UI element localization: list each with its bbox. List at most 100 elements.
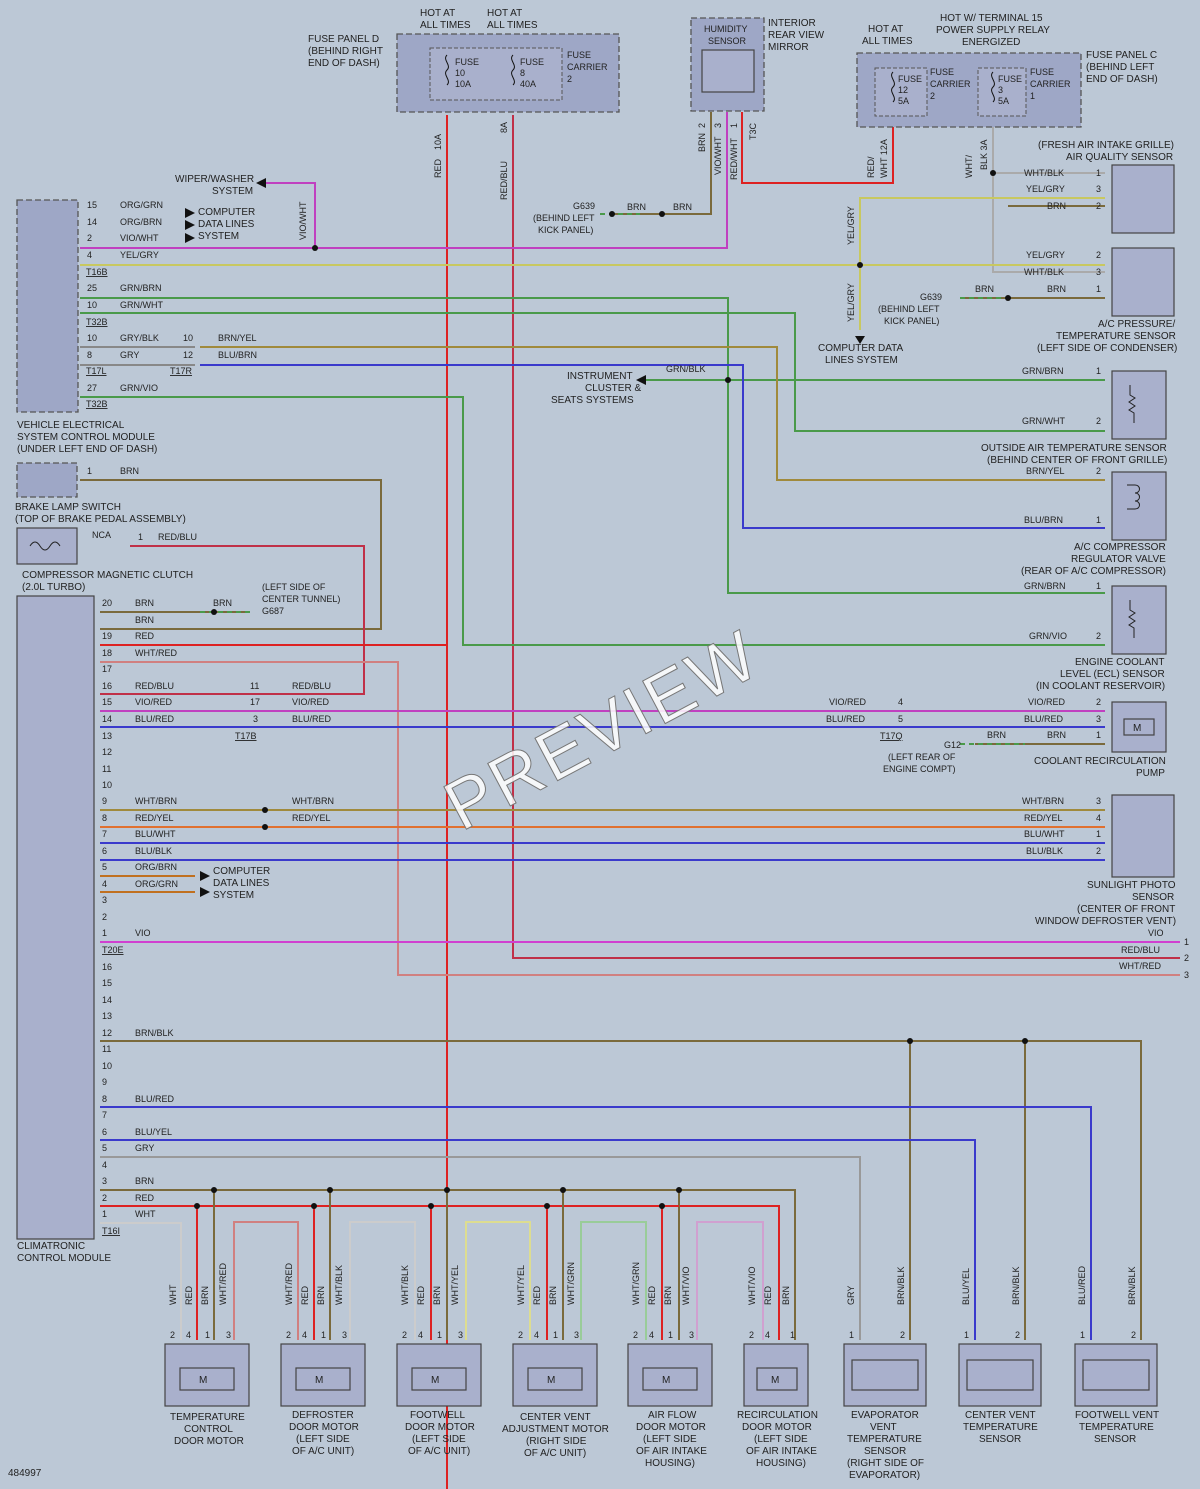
svg-text:1: 1 bbox=[1096, 829, 1101, 839]
svg-text:RED: RED bbox=[135, 631, 155, 641]
svg-text:2: 2 bbox=[633, 1330, 638, 1340]
svg-text:1: 1 bbox=[138, 532, 143, 542]
svg-text:VIO/WHT: VIO/WHT bbox=[713, 136, 723, 175]
svg-text:1: 1 bbox=[1096, 366, 1101, 376]
svg-text:8: 8 bbox=[87, 350, 92, 360]
brake-lamp-switch: 1 BRN BRAKE LAMP SWITCH(TOP OF BRAKE PED… bbox=[15, 462, 186, 525]
svg-text:3: 3 bbox=[574, 1330, 579, 1340]
svg-text:M: M bbox=[431, 1375, 439, 1386]
svg-text:RED: RED bbox=[416, 1285, 426, 1305]
svg-text:(FRESH AIR INTAKE GRILLE)AIR Q: (FRESH AIR INTAKE GRILLE)AIR QUALITY SEN… bbox=[1038, 140, 1174, 163]
svg-text:3: 3 bbox=[102, 1176, 107, 1186]
svg-text:1: 1 bbox=[790, 1330, 795, 1340]
svg-text:COMPRESSOR MAGNETIC CLUTCH(2.0: COMPRESSOR MAGNETIC CLUTCH(2.0L TURBO) bbox=[22, 570, 193, 593]
svg-text:3: 3 bbox=[226, 1330, 231, 1340]
svg-text:1: 1 bbox=[205, 1330, 210, 1340]
svg-text:2: 2 bbox=[170, 1330, 175, 1340]
svg-text:ORG/BRN: ORG/BRN bbox=[120, 217, 162, 227]
svg-text:10: 10 bbox=[102, 1061, 112, 1071]
svg-text:2: 2 bbox=[518, 1330, 523, 1340]
svg-text:RED/: RED/ bbox=[866, 156, 876, 178]
svg-text:A/C PRESSURE/TEMPERATURE SENSO: A/C PRESSURE/TEMPERATURE SENSOR(LEFT SID… bbox=[1037, 319, 1177, 354]
junction-dots bbox=[194, 170, 1028, 1209]
svg-text:1: 1 bbox=[1184, 937, 1189, 947]
svg-text:5: 5 bbox=[102, 1143, 107, 1153]
svg-text:4: 4 bbox=[302, 1330, 307, 1340]
svg-text:1: 1 bbox=[1096, 515, 1101, 525]
svg-text:WHT: WHT bbox=[135, 1209, 156, 1219]
svg-text:GRY: GRY bbox=[135, 1143, 154, 1153]
svg-text:15: 15 bbox=[87, 200, 97, 210]
wire-brn-humidity bbox=[610, 112, 712, 215]
svg-text:RED: RED bbox=[763, 1285, 773, 1305]
svg-text:BRN: BRN bbox=[135, 615, 154, 625]
svg-text:BRN: BRN bbox=[663, 1286, 673, 1305]
svg-text:BRN: BRN bbox=[987, 730, 1006, 740]
svg-text:T17Q: T17Q bbox=[880, 731, 903, 741]
svg-text:RED: RED bbox=[433, 158, 443, 178]
svg-text:RED: RED bbox=[647, 1285, 657, 1305]
svg-text:GRY/BLK: GRY/BLK bbox=[120, 333, 159, 343]
wire-vio-wht-wiper bbox=[260, 182, 316, 248]
svg-text:3: 3 bbox=[1096, 796, 1101, 806]
svg-text:BRN: BRN bbox=[1047, 284, 1066, 294]
wire-red-blu-8a bbox=[512, 115, 1180, 959]
svg-text:BLU/RED: BLU/RED bbox=[135, 714, 175, 724]
svg-text:BLU/WHT: BLU/WHT bbox=[1024, 829, 1065, 839]
svg-text:GRY: GRY bbox=[120, 350, 139, 360]
wire-grn-vio-32b bbox=[80, 396, 1105, 646]
svg-text:2: 2 bbox=[1096, 416, 1101, 426]
arrows bbox=[185, 178, 865, 897]
svg-text:GRN/BRN: GRN/BRN bbox=[1024, 581, 1066, 591]
svg-text:3: 3 bbox=[713, 123, 723, 128]
svg-text:GRN/BLK: GRN/BLK bbox=[666, 364, 706, 374]
svg-text:13: 13 bbox=[102, 1011, 112, 1021]
svg-text:4: 4 bbox=[418, 1330, 423, 1340]
svg-text:BLU/RED: BLU/RED bbox=[1077, 1265, 1087, 1305]
svg-text:RED: RED bbox=[300, 1285, 310, 1305]
svg-text:10: 10 bbox=[183, 333, 193, 343]
svg-text:BLU/RED: BLU/RED bbox=[135, 1094, 175, 1104]
svg-text:BLU/RED: BLU/RED bbox=[826, 714, 866, 724]
svg-text:17: 17 bbox=[250, 697, 260, 707]
svg-text:19: 19 bbox=[102, 631, 112, 641]
svg-text:YEL/GRY: YEL/GRY bbox=[846, 206, 856, 245]
wire-blu-brn bbox=[200, 364, 1105, 529]
document-number: 484997 bbox=[8, 1468, 42, 1479]
top-wire-labels: 10A RED 8A RED/BLU BRN 2 VIO/WHT 3 RED/W… bbox=[433, 122, 989, 200]
svg-text:14: 14 bbox=[87, 217, 97, 227]
svg-text:GRN/BRN: GRN/BRN bbox=[1022, 366, 1064, 376]
wire-wht-red-18 bbox=[100, 661, 1180, 976]
svg-text:ORG/GRN: ORG/GRN bbox=[135, 879, 178, 889]
svg-text:1: 1 bbox=[321, 1330, 326, 1340]
svg-text:WHT/RED: WHT/RED bbox=[218, 1263, 228, 1305]
svg-text:8: 8 bbox=[102, 813, 107, 823]
svg-text:BRN: BRN bbox=[1047, 730, 1066, 740]
svg-text:BRN/YEL: BRN/YEL bbox=[1026, 466, 1065, 476]
svg-text:1: 1 bbox=[964, 1330, 969, 1340]
svg-text:BRN: BRN bbox=[200, 1286, 210, 1305]
svg-text:20: 20 bbox=[102, 598, 112, 608]
svg-text:13: 13 bbox=[102, 731, 112, 741]
svg-text:WHT 12A: WHT 12A bbox=[879, 139, 889, 178]
svg-text:VIO/WHT: VIO/WHT bbox=[120, 233, 159, 243]
svg-text:BLU/RED: BLU/RED bbox=[1024, 714, 1064, 724]
svg-text:10: 10 bbox=[87, 333, 97, 343]
svg-text:11: 11 bbox=[102, 764, 111, 774]
svg-text:BRN/BLK: BRN/BLK bbox=[135, 1028, 174, 1038]
svg-text:RED/YEL: RED/YEL bbox=[292, 813, 331, 823]
